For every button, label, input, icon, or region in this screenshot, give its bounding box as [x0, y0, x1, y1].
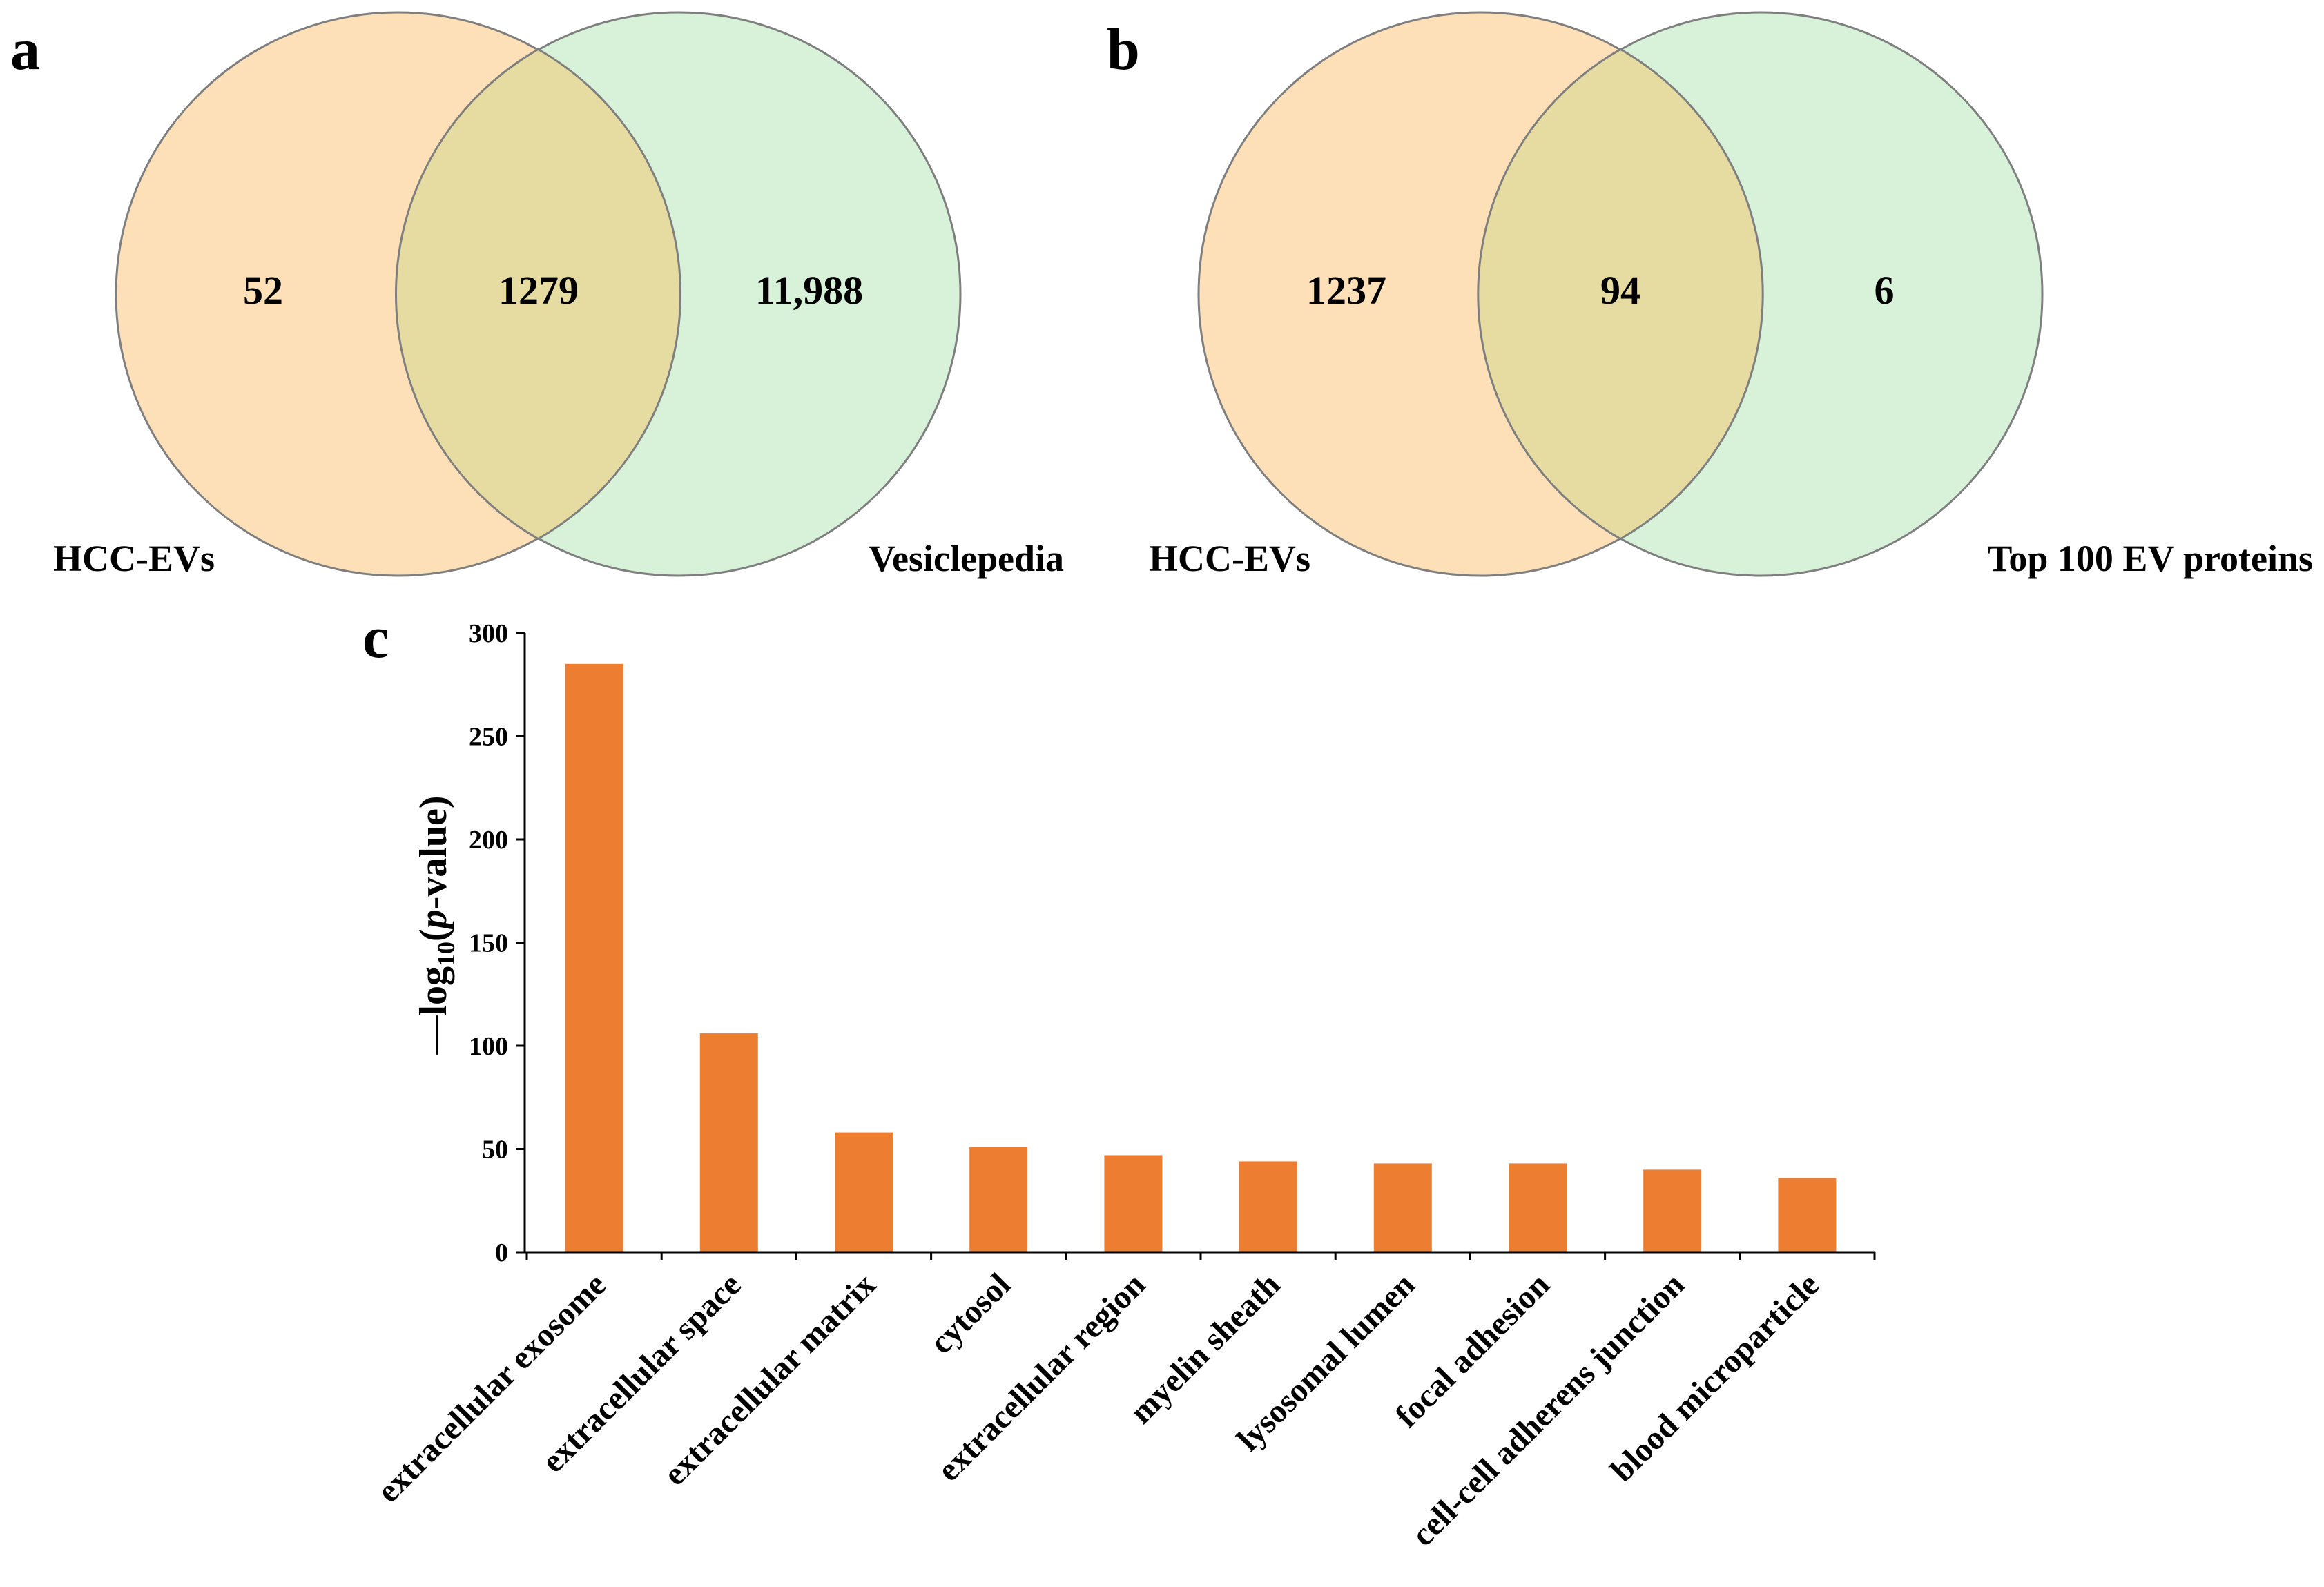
- venn-a-left-count: 52: [243, 268, 283, 313]
- bar: [1509, 1163, 1567, 1252]
- venn-a-right-label: Vesiclepedia: [869, 538, 1064, 579]
- x-tick-label: extracellular exosome: [370, 1266, 614, 1510]
- y-axis-label-prefix: —log: [412, 966, 455, 1055]
- bar: [1104, 1155, 1163, 1252]
- panel-c-letter: c: [362, 604, 389, 670]
- y-tick-label: 200: [469, 826, 508, 855]
- y-axis-label: —log10(p-value): [412, 795, 460, 1055]
- y-axis-label-rest: -value): [412, 795, 455, 909]
- bar: [1373, 1163, 1432, 1252]
- y-tick-label: 150: [469, 929, 508, 958]
- y-tick-label: 250: [469, 723, 508, 752]
- y-tick-label: 300: [469, 619, 508, 648]
- y-tick-label: 0: [495, 1238, 508, 1267]
- venn-b-left-count: 1237: [1306, 268, 1386, 313]
- venn-b-left-label: HCC-EVs: [1149, 538, 1310, 579]
- venn-a-overlap-count: 1279: [498, 268, 579, 313]
- panel-a-letter: a: [10, 16, 40, 82]
- venn-b-right-label: Top 100 EV proteins: [1987, 538, 2313, 579]
- venn-b-right-count: 6: [1875, 268, 1895, 313]
- bar: [969, 1147, 1028, 1252]
- bar: [835, 1132, 893, 1252]
- y-axis-label-open: (: [412, 928, 455, 942]
- bars: [565, 663, 1837, 1252]
- x-tick-label: cytosol: [923, 1266, 1018, 1361]
- panel-a-venn: a 52 1279 11,988 HCC-EVs Vesiclepedia: [10, 11, 1064, 579]
- venn-a-right-count: 11,988: [755, 268, 863, 313]
- panel-b-letter: b: [1107, 16, 1140, 82]
- y-axis-label-subscript: 10: [432, 942, 460, 966]
- bar: [1643, 1169, 1702, 1252]
- panel-c-bar-chart: c —log10(p-value) 0 50 100 150 200 250 300 ext…: [362, 604, 1876, 1553]
- venn-b-overlap: [1477, 48, 1764, 541]
- x-tick-label: cell-cell adherens junction: [1404, 1266, 1692, 1553]
- venn-a-left-label: HCC-EVs: [53, 538, 215, 579]
- y-axis: 0 50 100 150 200 250 300: [469, 619, 526, 1267]
- panel-b-venn: b 1237 94 6 HCC-EVs Top 100 EV proteins: [1107, 11, 2313, 579]
- venn-b-overlap-count: 94: [1600, 268, 1640, 313]
- y-tick-label: 100: [469, 1032, 508, 1061]
- bar: [1778, 1178, 1837, 1252]
- bar: [1239, 1161, 1297, 1252]
- bar: [565, 663, 623, 1252]
- y-axis-label-italic: p: [412, 909, 455, 931]
- venn-a-overlap: [394, 48, 682, 541]
- bar: [699, 1033, 758, 1252]
- y-tick-label: 50: [482, 1136, 508, 1165]
